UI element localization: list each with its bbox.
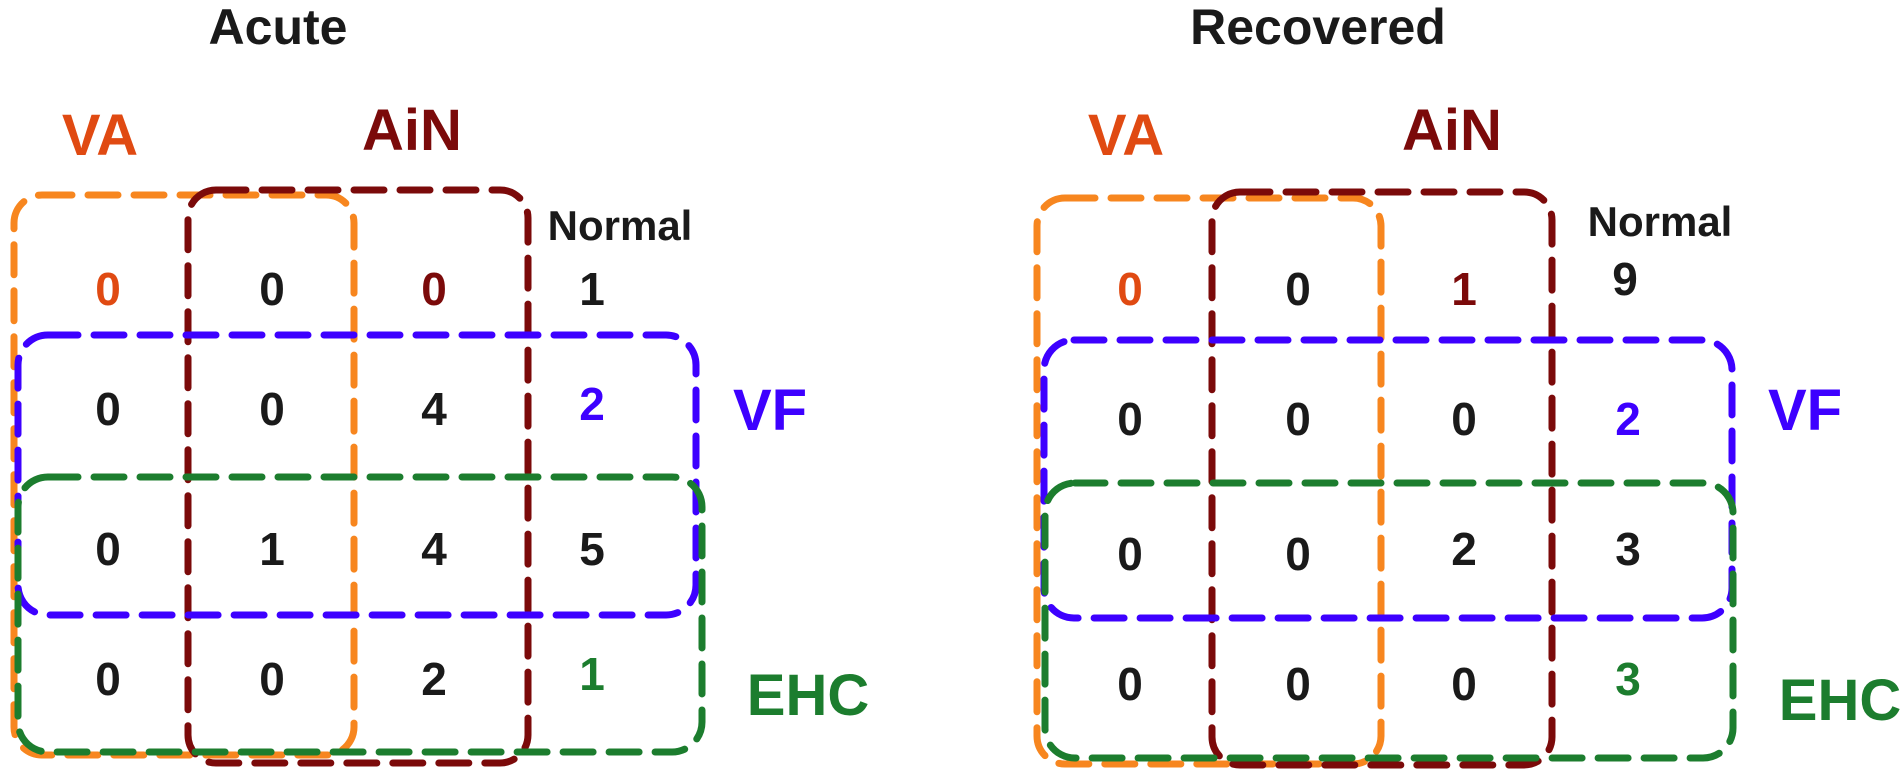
cell-count: 1 bbox=[579, 263, 605, 315]
vf-region-box bbox=[14, 331, 700, 619]
cell-count: 4 bbox=[421, 523, 447, 575]
cell-count: 3 bbox=[1615, 653, 1641, 705]
cell-count: 3 bbox=[1615, 523, 1641, 575]
panel-title: Recovered bbox=[1190, 0, 1446, 55]
ehc-region-box bbox=[1041, 479, 1737, 762]
panel-title: Acute bbox=[209, 0, 348, 55]
cell-count: 1 bbox=[259, 523, 285, 575]
count-grid: 0 0 0 1 0 0 4 2 0 1 4 5 0 0 2 1 bbox=[95, 263, 605, 705]
cell-count: 2 bbox=[579, 378, 605, 430]
cell-count: 0 bbox=[1117, 658, 1143, 710]
cell-count: 0 bbox=[259, 383, 285, 435]
cell-count: 0 bbox=[1451, 658, 1477, 710]
cell-count: 0 bbox=[1285, 528, 1311, 580]
cell-count: 1 bbox=[579, 648, 605, 700]
cell-count: 0 bbox=[259, 653, 285, 705]
cell-count: 0 bbox=[1451, 393, 1477, 445]
cell-count: 0 bbox=[1117, 263, 1143, 315]
cell-count: 0 bbox=[95, 653, 121, 705]
normal-label: Normal bbox=[1588, 198, 1733, 245]
ehc-label: EHC bbox=[1779, 668, 1901, 733]
vf-label: VF bbox=[1768, 378, 1842, 443]
cell-count: 0 bbox=[1117, 528, 1143, 580]
cell-count: 2 bbox=[1451, 523, 1477, 575]
cell-count: 0 bbox=[95, 263, 121, 315]
panel-acute: Acute VA AiN Normal VF EHC 0 0 0 1 0 0 4… bbox=[10, 0, 869, 767]
cell-count: 0 bbox=[1117, 393, 1143, 445]
cell-count: 0 bbox=[95, 523, 121, 575]
cell-count: 0 bbox=[95, 383, 121, 435]
cell-count: 1 bbox=[1451, 263, 1477, 315]
cell-count: 2 bbox=[421, 653, 447, 705]
cell-count: 9 bbox=[1612, 253, 1638, 305]
cell-count: 0 bbox=[1285, 263, 1311, 315]
va-region-box bbox=[1033, 194, 1385, 768]
cell-count: 4 bbox=[421, 383, 447, 435]
va-label: VA bbox=[1088, 103, 1164, 168]
vf-region-box bbox=[1040, 336, 1736, 622]
cell-count: 5 bbox=[579, 523, 605, 575]
ehc-label: EHC bbox=[747, 663, 869, 728]
cell-count: 0 bbox=[259, 263, 285, 315]
cell-count: 0 bbox=[1285, 393, 1311, 445]
cell-count: 0 bbox=[421, 263, 447, 315]
cell-count: 0 bbox=[1285, 658, 1311, 710]
panel-recovered: Recovered VA AiN Normal VF EHC 0 0 1 9 0… bbox=[1033, 0, 1901, 769]
ain-label: AiN bbox=[1402, 98, 1502, 163]
va-label: VA bbox=[62, 103, 138, 168]
count-grid: 0 0 1 9 0 0 0 2 0 0 2 3 0 0 0 3 bbox=[1117, 253, 1641, 710]
ain-region-box bbox=[1208, 188, 1556, 769]
normal-label: Normal bbox=[548, 202, 693, 249]
vf-label: VF bbox=[733, 378, 807, 443]
ain-label: AiN bbox=[362, 98, 462, 163]
cell-count: 2 bbox=[1615, 393, 1641, 445]
ehc-region-box bbox=[14, 473, 706, 756]
